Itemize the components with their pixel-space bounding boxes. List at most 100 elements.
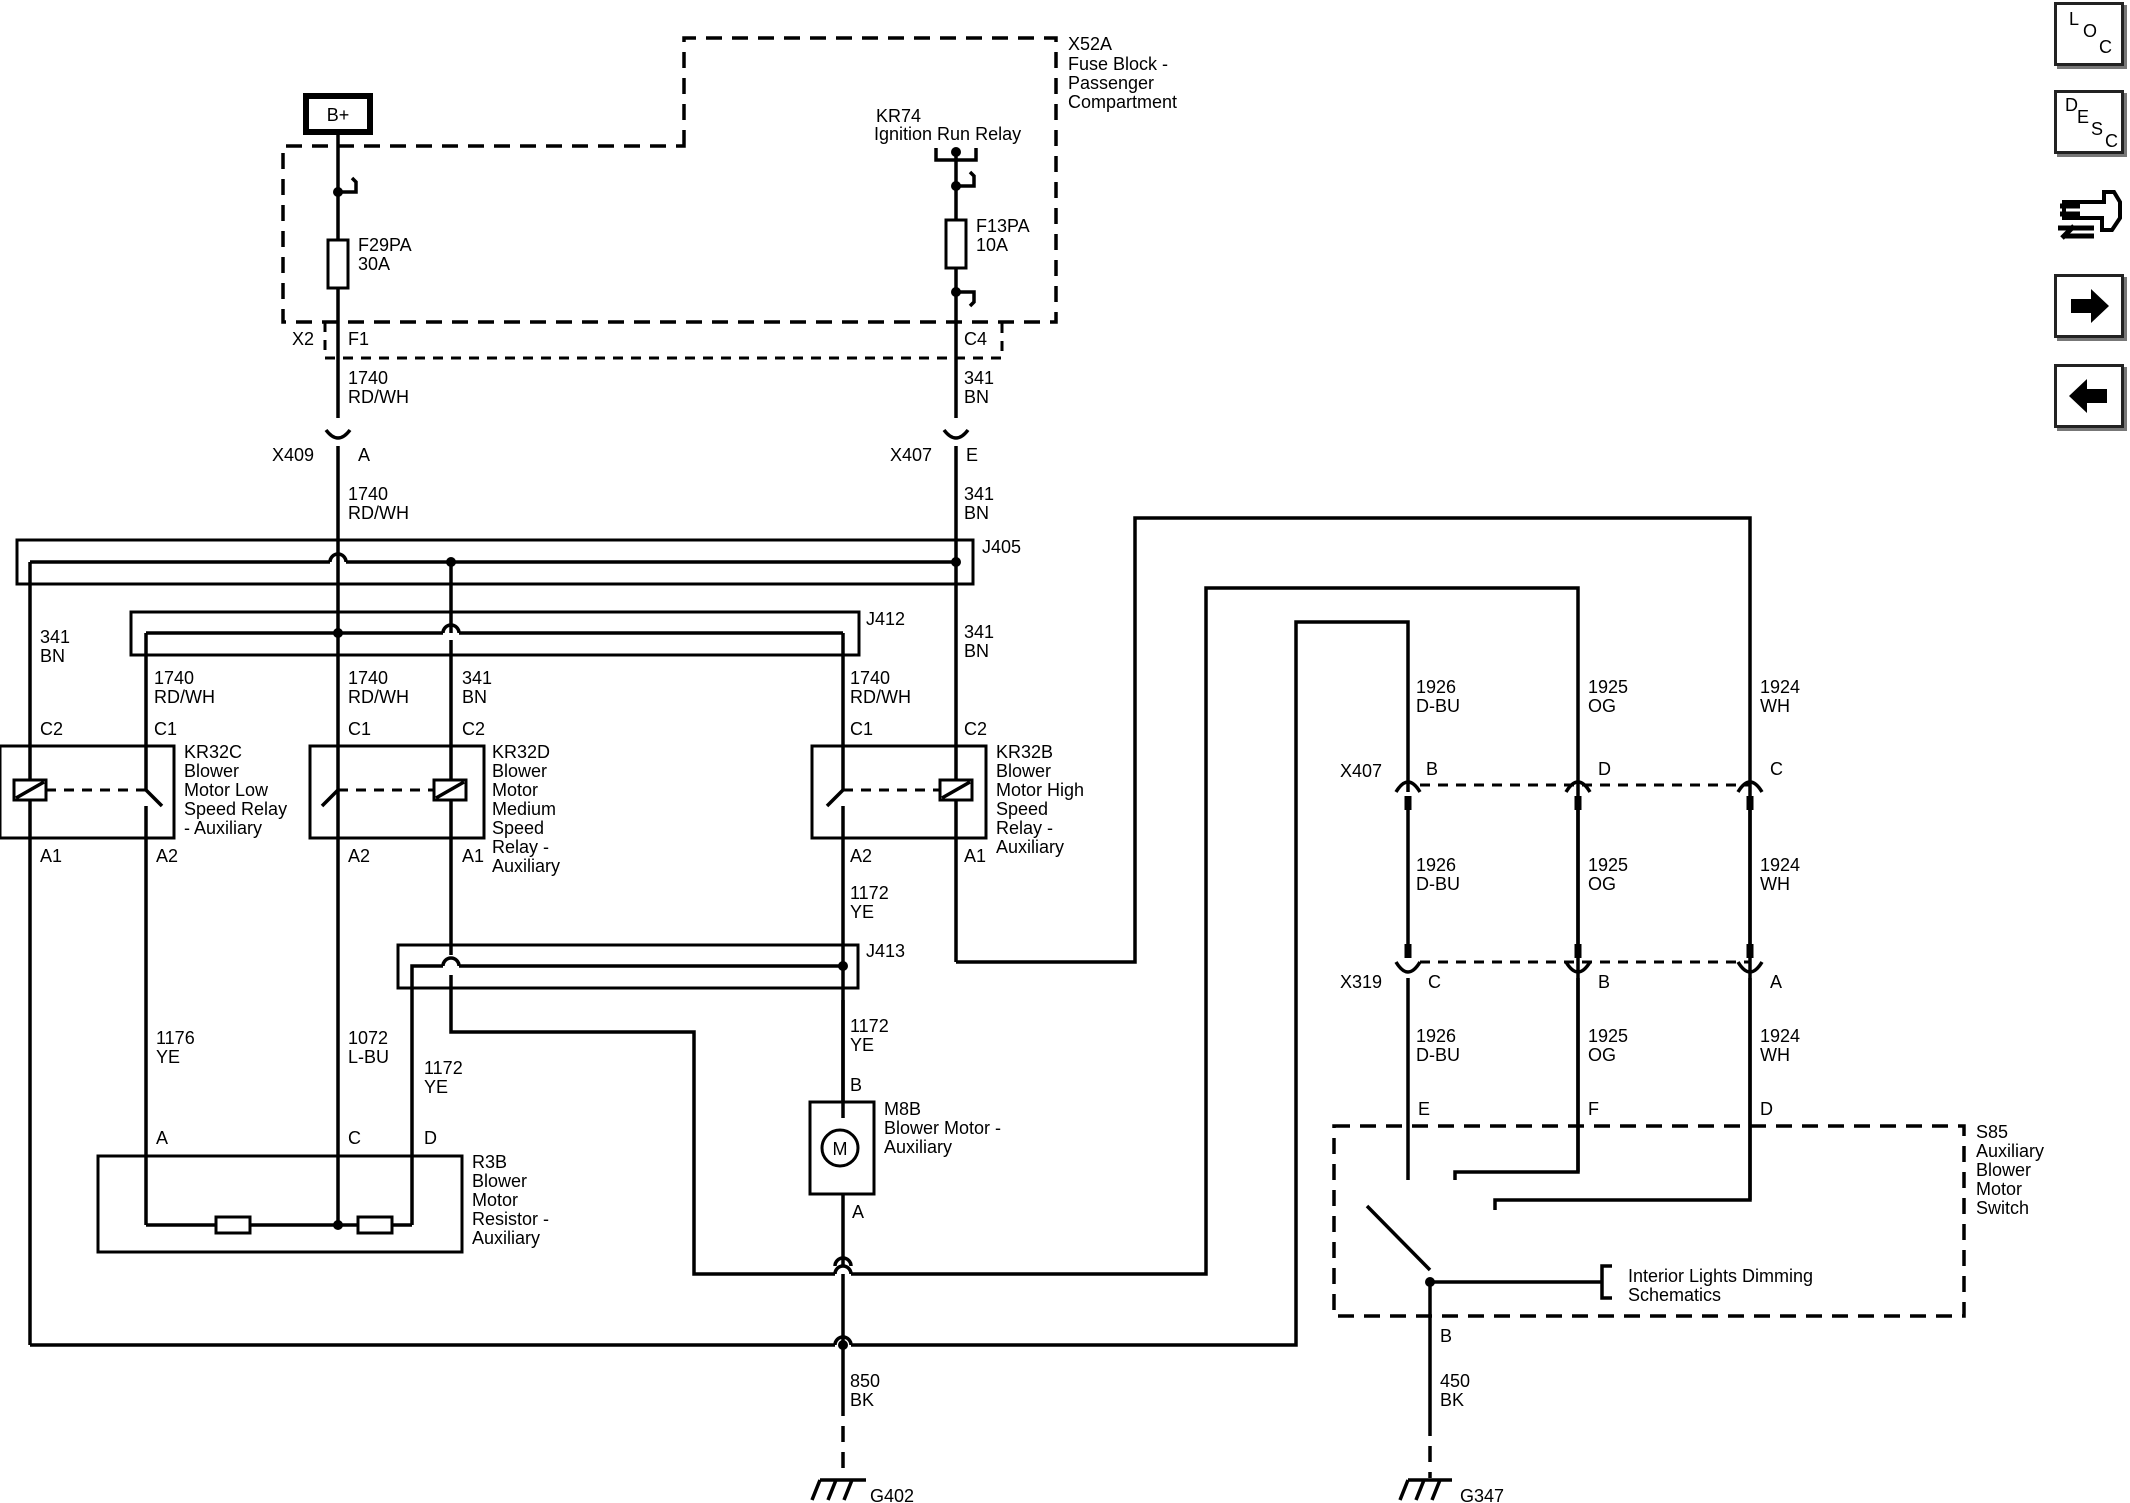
relay-kr32c-name: Motor Low bbox=[184, 780, 269, 800]
connector-x407-b-id: X407 bbox=[1340, 761, 1382, 781]
desc-e: E bbox=[2077, 107, 2090, 127]
wire-850-label: 850 bbox=[850, 1371, 880, 1391]
wire-1924-label: 1924 bbox=[1760, 677, 1800, 697]
relay-kr32b-name: Motor High bbox=[996, 780, 1084, 800]
relay-kr32b-name: Relay - bbox=[996, 818, 1053, 838]
switch-pin-f: F bbox=[1588, 1099, 1599, 1119]
loc-o: O bbox=[2083, 21, 2098, 41]
ground-g402: G402 bbox=[810, 1400, 914, 1503]
wire-bk-label: BK bbox=[850, 1390, 874, 1410]
wire-1740-label: 1740 bbox=[348, 368, 388, 388]
relay-kr32b-pin-c1: C1 bbox=[850, 719, 873, 739]
previous-arrow-button[interactable] bbox=[2054, 364, 2124, 428]
wire-1740-label: 1740 bbox=[850, 668, 890, 688]
wire-rdwh-label: RD/WH bbox=[348, 503, 409, 523]
wire-341-label: 341 bbox=[462, 668, 492, 688]
arrow-left-icon bbox=[2069, 379, 2107, 413]
switch-s85: E F D B S85 Auxiliary Blower Motor Switc… bbox=[1332, 1099, 2044, 1346]
wire-1925-label: 1925 bbox=[1588, 1026, 1628, 1046]
resistor-pin-a: A bbox=[156, 1128, 168, 1148]
loc-l: L bbox=[2069, 9, 2080, 29]
wire-1740-label: 1740 bbox=[348, 668, 388, 688]
ground-g402-label: G402 bbox=[870, 1486, 914, 1503]
fuse-block-name-1: Fuse Block - bbox=[1068, 54, 1168, 74]
connector-x407-id: X407 bbox=[890, 445, 932, 465]
pin-b: B bbox=[1426, 759, 1438, 779]
relay-kr32d-name: Relay - bbox=[492, 837, 549, 857]
wire-1926-label: 1926 bbox=[1416, 1026, 1456, 1046]
relay-kr32b-id: KR32B bbox=[996, 742, 1053, 762]
connector-x409-pin: A bbox=[358, 445, 370, 465]
fuse-f13pa-symbol bbox=[944, 218, 968, 270]
ground-g347: G347 bbox=[1398, 1330, 1504, 1503]
pin-x2: X2 bbox=[292, 329, 314, 349]
motor-name: Blower Motor - bbox=[884, 1118, 1001, 1138]
relay-kr32d-name: Blower bbox=[492, 761, 547, 781]
switch-id: S85 bbox=[1976, 1122, 2008, 1142]
wire-rdwh-label: RD/WH bbox=[850, 687, 911, 707]
wire-ye-label: YE bbox=[424, 1077, 448, 1097]
connector-tool-icon[interactable] bbox=[2054, 178, 2126, 248]
switch-name: Blower bbox=[1976, 1160, 2031, 1180]
wire-wh-label: WH bbox=[1760, 1045, 1790, 1065]
wire-1926-label: 1926 bbox=[1416, 677, 1456, 697]
relay-kr32b-pin-a2: A2 bbox=[850, 846, 872, 866]
relay-kr32c-pin-c2: C2 bbox=[40, 719, 63, 739]
resistor-r3b: A C D R3B Blower Motor Resistor - Auxili… bbox=[96, 1128, 549, 1254]
blower-motor-m8b: M B M8B Blower Motor - Auxiliary A bbox=[808, 1000, 1001, 1400]
wire-341-label: 341 bbox=[40, 627, 70, 647]
connector-x409-id: X409 bbox=[272, 445, 314, 465]
relay-kr32d: C1 C2 A2 A1 KR32D Blower Motor Medium Sp… bbox=[308, 719, 560, 876]
wire-wh-label: WH bbox=[1760, 696, 1790, 716]
fuse-f29pa-rating: 30A bbox=[358, 254, 390, 274]
motor-name: Auxiliary bbox=[884, 1137, 952, 1157]
connector-x409: X409 A bbox=[272, 428, 370, 540]
resistor-pin-c: C bbox=[348, 1128, 361, 1148]
wire-1172-label: 1172 bbox=[424, 1058, 463, 1078]
splice-j405: J405 bbox=[15, 537, 1021, 586]
wire-341-label: 341 bbox=[964, 368, 994, 388]
switch-harness: X407 B D C X319 C B A bbox=[1340, 759, 1783, 1200]
pin-d: D bbox=[1598, 759, 1611, 779]
motor-symbol: M bbox=[833, 1139, 848, 1159]
wire-og-label: OG bbox=[1588, 696, 1616, 716]
fuse-block-x52a: X52A Fuse Block - Passenger Compartment bbox=[281, 34, 1177, 360]
wire-1740-label: 1740 bbox=[154, 668, 194, 688]
ground-g347-label: G347 bbox=[1460, 1486, 1504, 1503]
desc-c: C bbox=[2105, 131, 2118, 151]
relay-kr32b-name: Speed bbox=[996, 799, 1048, 819]
wire-rdwh-label: RD/WH bbox=[348, 387, 409, 407]
loc-button[interactable]: L O C bbox=[2054, 2, 2124, 66]
wire-bn-label: BN bbox=[40, 646, 65, 666]
splice-j413-label: J413 bbox=[866, 941, 905, 961]
relay-kr32d-name: Auxiliary bbox=[492, 856, 560, 876]
resistor-name: Motor bbox=[472, 1190, 518, 1210]
wire-ye-label: YE bbox=[850, 1035, 874, 1055]
desc-button[interactable]: D E S C bbox=[2054, 90, 2124, 154]
switch-name: Motor bbox=[1976, 1179, 2022, 1199]
relay-kr32b-name: Blower bbox=[996, 761, 1051, 781]
wire-bn-label: BN bbox=[964, 641, 989, 661]
wire-1924-label: 1924 bbox=[1760, 855, 1800, 875]
motor-id: M8B bbox=[884, 1099, 921, 1119]
wire-1176-label: 1176 bbox=[156, 1028, 195, 1048]
resistor-name: Auxiliary bbox=[472, 1228, 540, 1248]
connector-x407-e: X407 E bbox=[890, 428, 978, 962]
fuse-block-id: X52A bbox=[1068, 34, 1112, 54]
resistor-pin-d: D bbox=[424, 1128, 437, 1148]
switch-pin-e: E bbox=[1418, 1099, 1430, 1119]
wire-1926-label: 1926 bbox=[1416, 855, 1456, 875]
pin-c4: C4 bbox=[964, 329, 987, 349]
relay-kr74-name: Ignition Run Relay bbox=[874, 124, 1021, 144]
relay-kr32d-name: Medium bbox=[492, 799, 556, 819]
splice-j412-label: J412 bbox=[866, 609, 905, 629]
relay-kr32c-name: Blower bbox=[184, 761, 239, 781]
next-arrow-button[interactable] bbox=[2054, 274, 2124, 338]
relay-kr32c-pin-a1: A1 bbox=[40, 846, 62, 866]
relay-kr74-id: KR74 bbox=[876, 106, 921, 126]
relay-kr32c-name: Speed Relay bbox=[184, 799, 287, 819]
fuse-f13pa-circuit: KR74 Ignition Run Relay F13PA 10A bbox=[874, 106, 1030, 418]
wire-1072-label: 1072 bbox=[348, 1028, 388, 1048]
motor-pin-a: A bbox=[852, 1202, 864, 1222]
switch-pin-d: D bbox=[1760, 1099, 1773, 1119]
